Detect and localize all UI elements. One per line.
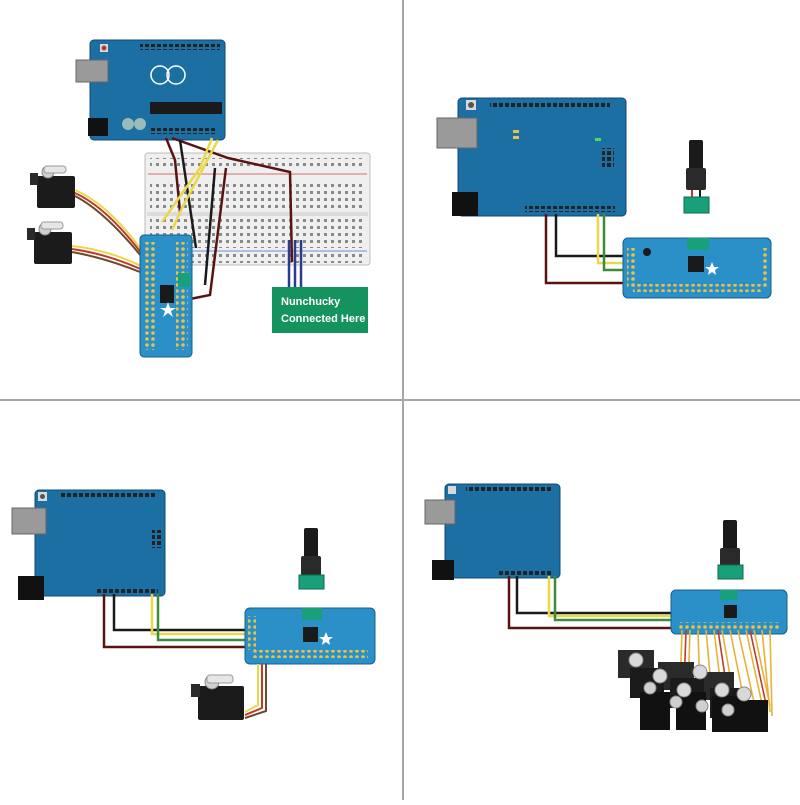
pca9685-pwm-board: [244, 607, 376, 665]
servo-motor: [191, 674, 244, 720]
nunchucky-wires: [287, 240, 303, 290]
terminal-block: [298, 574, 325, 590]
terminal-block: [717, 564, 744, 580]
pca9685-pwm-board: [622, 237, 772, 299]
panel-bottom-left: [11, 489, 376, 720]
pca9685-pwm-board: [670, 589, 788, 635]
arduino-uno-board: [436, 97, 627, 217]
panel-bottom-left-wires: [102, 594, 247, 649]
panel-top-left: Nunchucky Connected Here: [27, 39, 371, 358]
servo-motor-2: [27, 221, 72, 264]
panel-top-left-wires: [160, 136, 294, 302]
arduino-uno-board: [424, 483, 561, 580]
arduino-uno-board: [11, 489, 166, 600]
panel-bottom-right: [424, 483, 788, 732]
servo-motor-1: [30, 165, 75, 208]
servo-cables: [71, 189, 146, 275]
pca9685-pwm-board: [139, 234, 193, 358]
dc-barrel-jack: [301, 528, 321, 576]
terminal-block: [683, 196, 710, 214]
callout-line-2: Connected Here: [281, 313, 365, 325]
panel-top-right-wires: [544, 214, 623, 285]
panel-top-right: [436, 97, 772, 299]
servo-motor-array: [618, 650, 768, 732]
nunchucky-callout: Nunchucky Connected Here: [272, 287, 368, 333]
servo-cables: [244, 664, 267, 719]
dc-barrel-jack: [720, 520, 740, 566]
callout-line-1: Nunchucky: [281, 296, 341, 308]
dc-barrel-jack: [686, 140, 706, 198]
panel-bottom-right-wires: [507, 576, 673, 630]
arduino-uno-board: [75, 39, 226, 141]
